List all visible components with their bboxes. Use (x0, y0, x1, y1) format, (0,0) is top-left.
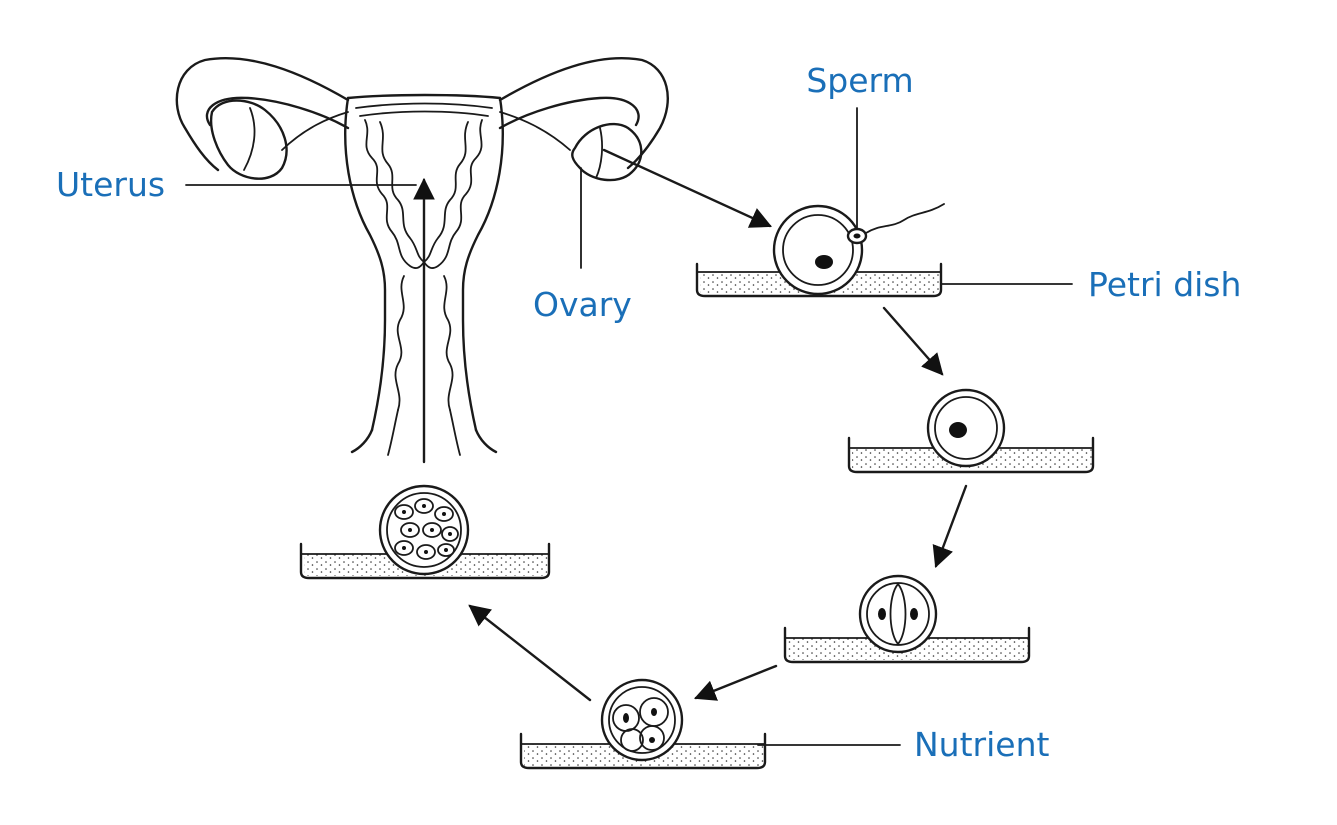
right-ovary (571, 122, 643, 182)
egg-cell-fertilization (772, 204, 864, 296)
sperm-cell (846, 203, 945, 245)
arrow-dish2-to-dish3 (932, 484, 968, 569)
label-ovary: Ovary (533, 285, 632, 324)
label-petri-dish: Petri dish (1088, 265, 1241, 304)
arrow-dish3-to-dish4 (693, 664, 778, 701)
arrow-dish1-to-dish2 (882, 306, 944, 376)
four-cell-embryo (600, 678, 684, 762)
label-sperm: Sperm (806, 61, 913, 100)
arrow-dish4-to-dish5 (468, 604, 592, 702)
zygote (926, 388, 1006, 468)
left-ovary (209, 99, 288, 180)
reproductive-system (175, 57, 669, 456)
morula-embryo (378, 484, 470, 576)
label-uterus: Uterus (56, 165, 165, 204)
arrow-ovary-to-dish (602, 148, 772, 228)
two-cell-embryo (858, 574, 938, 654)
label-nutrient: Nutrient (914, 725, 1049, 764)
uterus-body (344, 96, 387, 432)
